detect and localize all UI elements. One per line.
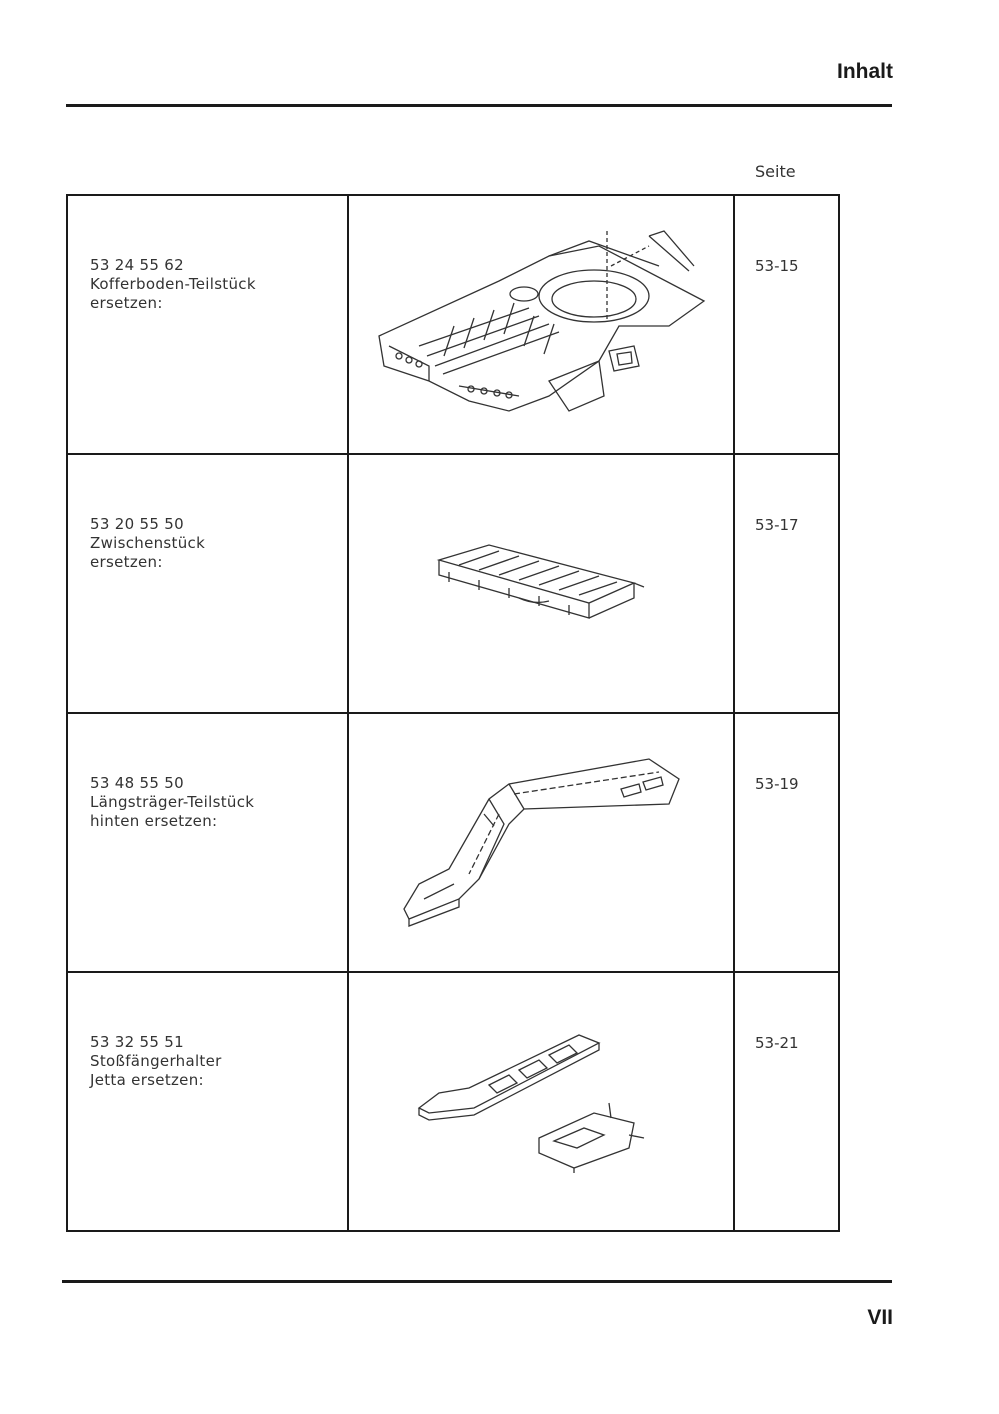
entry-code: 53 32 55 51 — [90, 1033, 184, 1051]
entry-code: 53 48 55 50 — [90, 774, 184, 792]
entry-action: hinten ersetzen: — [90, 812, 218, 830]
description-cell: 53 48 55 50 Längsträger-Teilstück hinten… — [68, 714, 349, 971]
entry-title: Stoßfängerhalter — [90, 1052, 222, 1070]
entry-title: Kofferboden-Teilstück — [90, 275, 256, 293]
entry-title: Zwischenstück — [90, 534, 206, 552]
illustration-cell — [349, 973, 735, 1231]
page-cell: 53-15 — [735, 196, 838, 453]
entry-action: ersetzen: — [90, 294, 163, 312]
page-reference: 53-17 — [755, 516, 799, 534]
footer-rule — [62, 1280, 892, 1283]
contents-table: 53 24 55 62 Kofferboden-Teilstück ersetz… — [66, 194, 840, 1232]
trunk-floor-section-icon — [378, 230, 706, 412]
entry-code: 53 20 55 50 — [90, 515, 184, 533]
illustration-cell — [349, 455, 735, 712]
illustration-cell — [349, 196, 735, 453]
entry-action: Jetta ersetzen: — [90, 1071, 204, 1089]
header-rule — [66, 104, 892, 107]
entry-action: ersetzen: — [90, 553, 163, 571]
table-row: 53 20 55 50 Zwischenstück ersetzen: 53-1… — [68, 455, 838, 714]
table-row: 53 32 55 51 Stoßfängerhalter Jetta erset… — [68, 973, 838, 1231]
entry-title: Längsträger-Teilstück — [90, 793, 255, 811]
page-cell: 53-21 — [735, 973, 838, 1231]
description-cell: 53 24 55 62 Kofferboden-Teilstück ersetz… — [68, 196, 349, 453]
intermediate-panel-icon — [436, 544, 645, 619]
table-row: 53 24 55 62 Kofferboden-Teilstück ersetz… — [68, 196, 838, 455]
page-column-header: Seite — [755, 162, 796, 181]
header-title: Inhalt — [837, 60, 893, 83]
illustration-cell — [349, 714, 735, 971]
page-cell: 53-19 — [735, 714, 838, 971]
bumper-bracket-icon — [417, 1034, 645, 1173]
page-reference: 53-19 — [755, 775, 799, 793]
description-cell: 53 32 55 51 Stoßfängerhalter Jetta erset… — [68, 973, 349, 1231]
rear-longitudinal-member-icon — [403, 758, 680, 927]
page-reference: 53-21 — [755, 1034, 799, 1052]
page-reference: 53-15 — [755, 257, 799, 275]
description-cell: 53 20 55 50 Zwischenstück ersetzen: — [68, 455, 349, 712]
table-row: 53 48 55 50 Längsträger-Teilstück hinten… — [68, 714, 838, 973]
page-cell: 53-17 — [735, 455, 838, 712]
entry-code: 53 24 55 62 — [90, 256, 184, 274]
page-number: VII — [867, 1306, 893, 1329]
